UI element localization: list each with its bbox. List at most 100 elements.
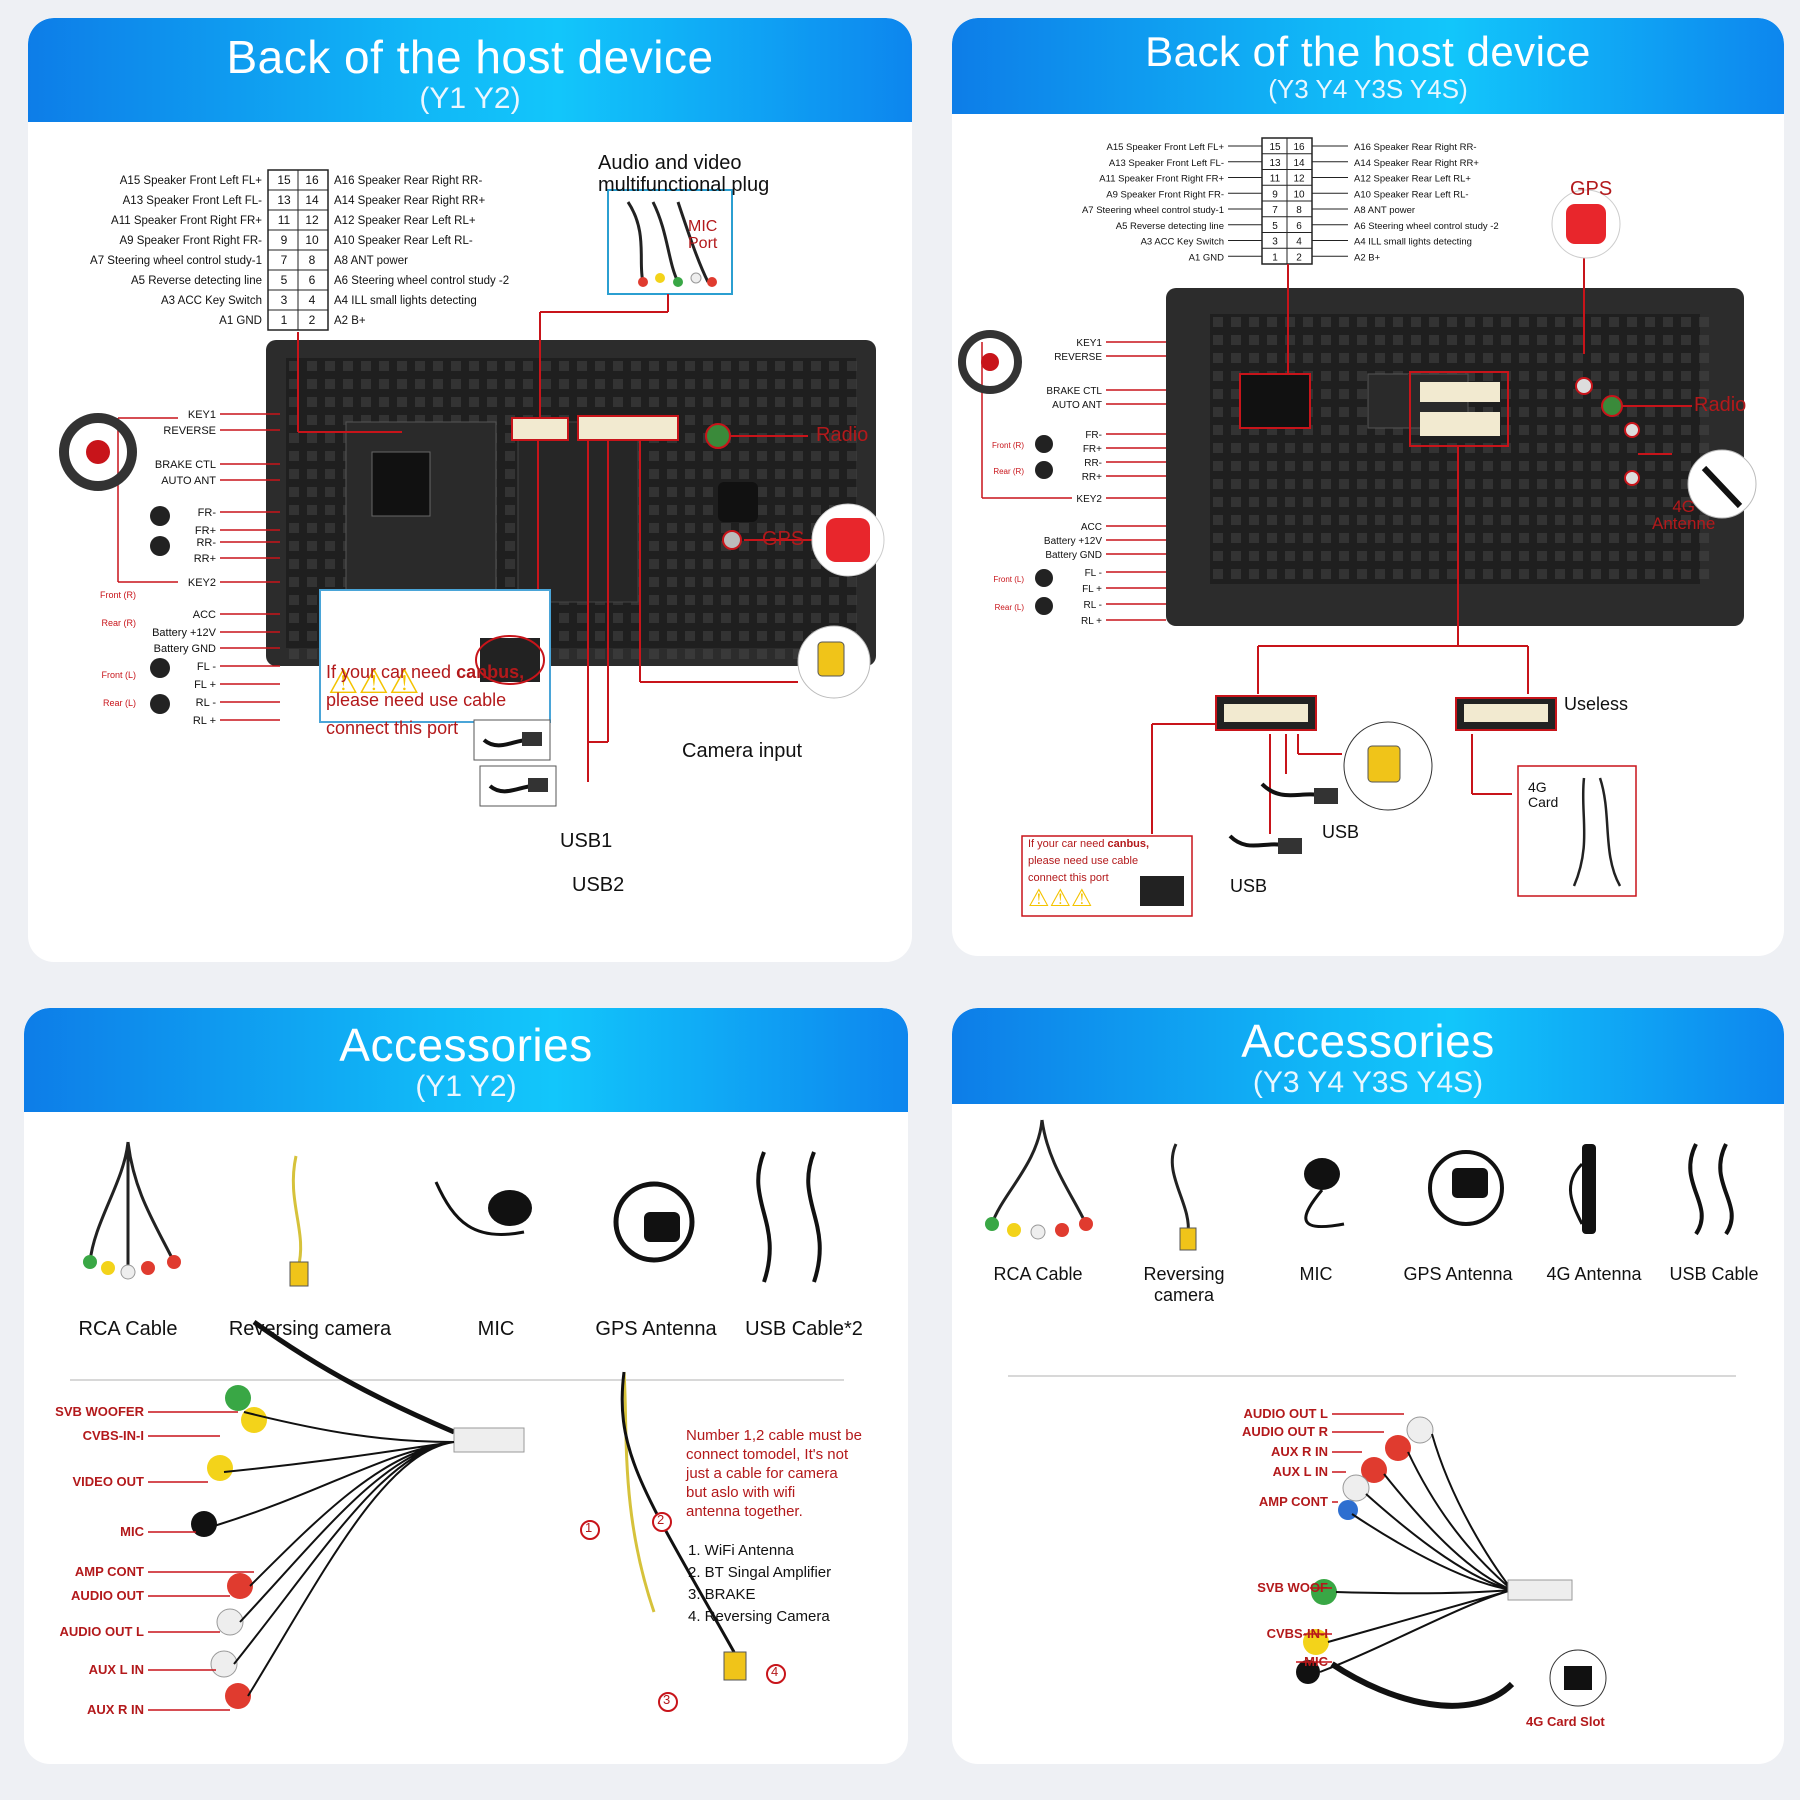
radio-port [705, 423, 731, 449]
gps-label: GPS [762, 528, 805, 550]
4g-card-slot-icon [1549, 1649, 1607, 1707]
pin-label-left: A11 Speaker Front Right FR+ [111, 215, 262, 227]
speaker-group-label: Rear (R) [101, 618, 136, 628]
wire-label: Battery GND [154, 643, 216, 655]
accessory-label: MIC [477, 1318, 515, 1340]
canbus-bold: canbus, [1107, 838, 1150, 850]
svg-text:⚠⚠⚠: ⚠⚠⚠ [1028, 885, 1093, 912]
av-plug-label-line1: Audio and video [598, 152, 742, 174]
rca-label: AUDIO OUT L [1243, 1406, 1329, 1421]
gps-puck-icon [1551, 189, 1621, 259]
usb-label-a: USB [1322, 822, 1360, 842]
wire-label: KEY1 [188, 409, 216, 421]
accessories-y1y2-art [70, 1141, 844, 1712]
rca-cable-thumb [985, 1119, 1093, 1240]
pin-label-right: A14 Speaker Rear Right RR+ [1354, 158, 1479, 169]
speaker-icon [1035, 597, 1053, 615]
pin-label-right: A14 Speaker Rear Right RR+ [334, 195, 485, 207]
4g-antenne-l2: Antenne [1652, 514, 1716, 533]
pin-label-right: A10 Speaker Rear Left RL- [1354, 189, 1469, 200]
accessory-label-line1: GPS Antenna [1403, 1264, 1513, 1284]
pin-label-left: A1 GND [1189, 252, 1225, 263]
accessory-label: 4G Antenna [1504, 1264, 1684, 1285]
accessory-label: RCA Cable [952, 1264, 1128, 1285]
pin-number: 5 [281, 273, 288, 287]
wire-label: FR+ [195, 525, 216, 537]
4g-antenna-thumb [1568, 1144, 1596, 1234]
pin-number: 14 [1293, 158, 1305, 169]
canbus-line1: If your car need [1028, 838, 1108, 850]
speaker-group-label: Front (L) [101, 670, 136, 680]
usb-plug-a [1260, 782, 1338, 804]
canbus-line2: please need use cable [1028, 855, 1139, 867]
rca-label: CVBS-IN-I [82, 1428, 144, 1443]
note-item2: 2. BT Singal Amplifier [688, 1564, 832, 1581]
rca-label: MIC [120, 1524, 144, 1539]
note-line3: just a cable for camera [686, 1465, 838, 1482]
radio-label: Radio [1694, 394, 1747, 416]
panel-subtitle: (Y1 Y2) [415, 1070, 517, 1103]
wire-label: Battery +12V [152, 627, 217, 639]
pin-number: 6 [309, 273, 316, 287]
accessory-label-line2: camera [1153, 1285, 1215, 1305]
pin-label-left: A3 ACC Key Switch [1141, 237, 1224, 248]
4g-card-l1: 4G [1528, 779, 1547, 795]
pin-label-right: A8 ANT power [334, 255, 408, 267]
note-line5: antenna together. [686, 1503, 803, 1520]
panel-subtitle: (Y1 Y2) [419, 82, 521, 115]
pin-label-right: A6 Steering wheel control study -2 [334, 275, 509, 287]
gps-port [722, 530, 742, 550]
wire-label: FR- [198, 507, 217, 519]
accessory-label: Reversing camera [228, 1318, 392, 1340]
pin-number: 9 [281, 233, 288, 247]
accessory-label: MIC [1226, 1264, 1406, 1285]
pin-number: 4 [309, 293, 316, 307]
wiring-diagram-y3y4: A15 Speaker Front Left FL+A16 Speaker Re… [958, 137, 1757, 917]
panel-back-y3y4: Back of the host device (Y3 Y4 Y3S Y4S) … [952, 18, 1784, 956]
pin-label-right: A4 ILL small lights detecting [334, 295, 477, 307]
reversing-camera-thumb [289, 1155, 309, 1287]
camera-input-label: Camera input [682, 740, 803, 762]
pin-number: 8 [309, 253, 316, 267]
note-item1: 1. WiFi Antenna [688, 1542, 794, 1559]
av-plug-label-line2: multifunctional plug [598, 174, 770, 196]
wire-label: REVERSE [1054, 352, 1102, 363]
speaker-group-label: Rear (L) [103, 698, 136, 708]
wire-label: FL + [1082, 584, 1102, 595]
usb2-icon [479, 765, 557, 807]
gps-label: GPS [1570, 178, 1613, 200]
pin-label-right: A16 Speaker Rear Right RR- [1354, 142, 1477, 153]
note-line1: Number 1,2 cable must be [686, 1427, 862, 1444]
canbus-note-box: ⚠⚠⚠ [319, 589, 551, 723]
pin-label-right: A12 Speaker Rear Left RL+ [334, 215, 476, 227]
camera-connector-icon [1343, 721, 1433, 811]
note-line4: but aslo with wifi [686, 1484, 796, 1501]
rca-label: AUDIO OUT L [59, 1624, 145, 1639]
accessory-label-line1: MIC [1299, 1264, 1333, 1284]
rca-harness-detail [1296, 1416, 1573, 1709]
wire-label: AUTO ANT [161, 475, 216, 487]
accessory-label-line1: RCA Cable [993, 1264, 1083, 1284]
4g-card-label: 4G Card [1528, 780, 1558, 810]
accessories-y3y4-art [985, 1119, 1736, 1709]
pin-number: 9 [1272, 189, 1278, 200]
wire-label: RL + [193, 715, 216, 727]
useless-label: Useless [1564, 694, 1629, 714]
rca-label: AUDIO OUT R [1242, 1424, 1328, 1439]
header-back-y3y4: Back of the host device (Y3 Y4 Y3S Y4S) [952, 18, 1784, 114]
speaker-icon [150, 658, 170, 678]
4g-card-box [1517, 765, 1637, 897]
wire-label: BRAKE CTL [155, 459, 216, 471]
gps-puck-icon [811, 503, 885, 577]
speaker-icon [1035, 435, 1053, 453]
pin-number: 11 [278, 213, 291, 227]
pin-number: 11 [1270, 174, 1281, 185]
pin-label-right: A4 ILL small lights detecting [1354, 237, 1472, 248]
speaker-group-label: Rear (R) [993, 467, 1024, 476]
wire-label: RR- [1084, 458, 1102, 469]
wire-label: KEY2 [188, 577, 216, 589]
usb2-label: USB2 [572, 874, 625, 896]
rca-label: AUDIO OUT [71, 1588, 144, 1603]
accessory-label: GPS Antenna [595, 1318, 717, 1340]
pin-label-right: A10 Speaker Rear Left RL- [334, 235, 473, 247]
